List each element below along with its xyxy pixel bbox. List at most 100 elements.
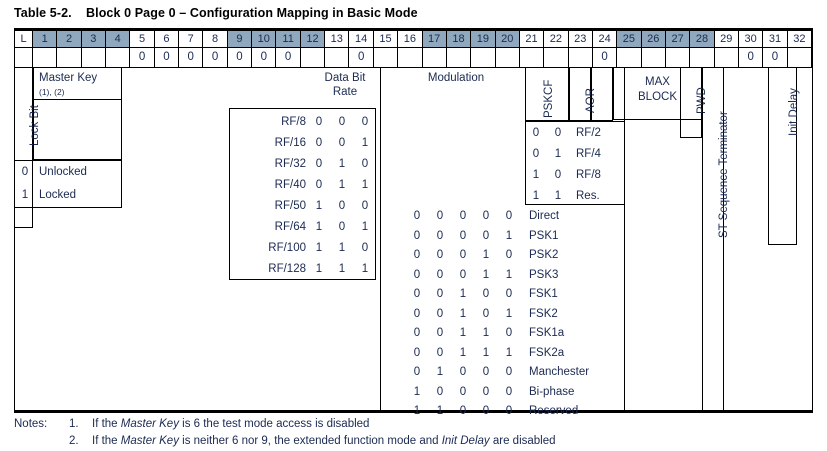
default-bit-cell <box>106 48 131 67</box>
data-bit-rate-bit: 0 <box>361 200 369 212</box>
default-bit-cell <box>33 48 58 67</box>
data-bit-rate-bit: 1 <box>338 158 346 170</box>
init-delay-label: Init Delay <box>788 88 800 136</box>
modulation-label: Modulation <box>427 72 485 84</box>
pskcf-bit: 0 <box>532 148 540 160</box>
note-number: 1. <box>69 418 79 430</box>
modulation-bit: 1 <box>459 346 467 359</box>
default-bit-cell <box>715 48 739 67</box>
modulation-bit: 1 <box>413 405 421 417</box>
column-header-6: 6 <box>155 31 180 47</box>
data-bit-rate-bit: 0 <box>315 116 323 128</box>
default-bit-cell: 0 <box>252 48 277 67</box>
max-block-label-line1: MAX <box>645 76 670 88</box>
default-bit-cell: 0 <box>203 48 228 67</box>
default-bit-cell <box>301 48 326 67</box>
column-header-16: 16 <box>398 31 423 47</box>
pskcf-value: RF/2 <box>576 127 601 139</box>
column-header-32: 32 <box>788 31 812 47</box>
column-header-26: 26 <box>641 31 666 47</box>
modulation-bit: 0 <box>413 249 421 261</box>
modulation-bit: 0 <box>482 307 490 320</box>
table-notes: Notes:1.If the Master Key is 6 the test … <box>14 416 814 450</box>
modulation-bit: 1 <box>505 268 513 281</box>
modulation-value: FSK2 <box>529 307 558 320</box>
default-bit-cell: 0 <box>130 48 155 67</box>
modulation-bit: 1 <box>436 366 444 378</box>
modulation-bit: 0 <box>459 229 467 242</box>
modulation-bit: 0 <box>459 249 467 261</box>
modulation-value: PSK1 <box>529 229 559 242</box>
modulation-bit: 0 <box>413 366 421 378</box>
column-header-7: 7 <box>179 31 204 47</box>
modulation-bit: 0 <box>482 210 490 222</box>
column-header-29: 29 <box>715 31 739 47</box>
column-header-18: 18 <box>446 31 472 47</box>
modulation-bit: 0 <box>459 210 467 222</box>
master-key-extension-box <box>33 100 122 160</box>
modulation-bit: 1 <box>482 327 490 339</box>
max-block-label-line2: BLOCK <box>638 91 677 103</box>
column-header-15: 15 <box>374 31 399 47</box>
note-text: If the Master Key is neither 6 nor 9, th… <box>92 435 556 447</box>
right-edge-rule <box>812 31 813 410</box>
table-number: Table 5-2. <box>14 6 72 20</box>
column-header-30: 30 <box>739 31 764 47</box>
modulation-value: Reserved <box>529 405 579 417</box>
modulation-bit: 0 <box>459 366 467 378</box>
default-bit-cell <box>617 48 642 67</box>
modulation-bit: 0 <box>436 327 444 339</box>
modulation-bit: 0 <box>482 229 490 242</box>
modulation-bit: 1 <box>482 268 490 281</box>
modulation-bit: 0 <box>505 249 513 261</box>
modulation-bit: 0 <box>436 210 444 222</box>
reserved-col24-box <box>591 68 613 121</box>
default-bit-cell: 0 <box>593 48 618 67</box>
top-rule <box>14 28 813 31</box>
default-bit-cell <box>788 48 812 67</box>
data-bit-rate-bit: 1 <box>315 242 323 254</box>
modulation-bit: 0 <box>413 210 421 222</box>
default-bit-cell <box>690 48 715 67</box>
column-header-8: 8 <box>203 31 228 47</box>
data-bit-rate-bit: 1 <box>338 179 346 191</box>
modulation-bit: 0 <box>436 249 444 261</box>
modulation-bit: 1 <box>413 385 421 398</box>
modulation-bit: 0 <box>505 405 513 417</box>
modulation-value: FSK1 <box>529 288 558 300</box>
data-bit-rate-bit: 1 <box>361 137 369 149</box>
column-header-9: 9 <box>227 31 253 47</box>
data-bit-rate-name: RF/128 <box>268 263 306 275</box>
data-bit-rate-name: RF/32 <box>274 158 306 170</box>
modulation-bit: 0 <box>436 229 444 242</box>
modulation-bit: 1 <box>505 229 513 242</box>
default-bit-cell <box>398 48 423 67</box>
default-bit-cell <box>82 48 107 67</box>
master-key-box <box>33 68 122 100</box>
bottom-rule <box>14 410 813 413</box>
pskcf-values-box <box>525 121 625 205</box>
pskcf-bit: 1 <box>554 190 562 202</box>
modulation-value: PSK3 <box>529 268 559 281</box>
pskcf-label: PSKCF <box>543 79 555 118</box>
modulation-bit: 0 <box>436 307 444 320</box>
modulation-bit: 0 <box>459 268 467 281</box>
modulation-bit: 0 <box>505 210 513 222</box>
default-bit-cell <box>14 48 33 67</box>
column-header-3: 3 <box>81 31 107 47</box>
data-bit-rate-bit: 1 <box>361 263 369 275</box>
master-key-footnote-refs: (1), (2) <box>39 87 65 97</box>
column-header-23: 23 <box>569 31 593 47</box>
default-bit-cell: 0 <box>763 48 788 67</box>
left-edge-rule <box>14 31 15 410</box>
column-header-25: 25 <box>617 31 642 47</box>
default-bit-cell: 0 <box>228 48 253 67</box>
note-text: If the Master Key is 6 the test mode acc… <box>92 418 370 430</box>
data-bit-rate-bit: 0 <box>315 158 323 170</box>
data-bit-rate-name: RF/40 <box>274 179 306 191</box>
column-header-4: 4 <box>106 31 131 47</box>
modulation-bit: 0 <box>413 346 421 359</box>
data-bit-rate-bit: 1 <box>315 221 323 233</box>
modulation-value: Bi-phase <box>529 385 575 398</box>
